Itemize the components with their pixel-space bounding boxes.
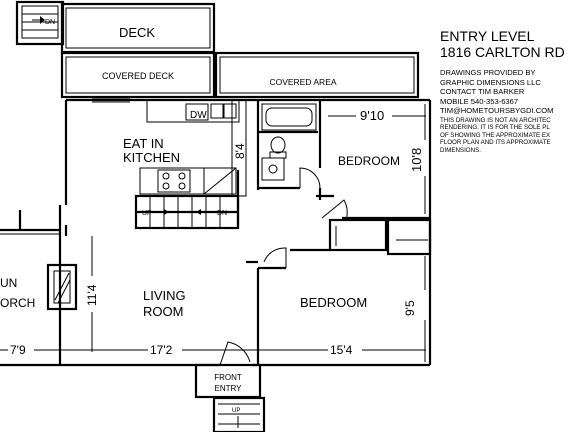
kitchen-label-1: EAT IN	[123, 136, 164, 151]
deck: DECK	[60, 2, 216, 54]
closets	[290, 218, 432, 256]
living-room: LIVING ROOM 11'4	[85, 236, 258, 352]
deck-stair-label: DN	[45, 19, 55, 26]
dishwasher-label: DW	[190, 110, 207, 121]
credits-line-2: GRAPHIC DIMENSIONS LLC	[440, 77, 541, 87]
living-depth-label: 11'4	[85, 284, 99, 306]
front-stair: UP	[212, 396, 266, 432]
living-label-2: ROOM	[143, 304, 183, 319]
stairwell: UP DN	[134, 170, 240, 230]
sun-porch: UN ORCH	[0, 205, 78, 367]
deck-label: DECK	[119, 25, 155, 40]
disclaimer-line-4: FLOOR PLAN AND ITS APPROXIMATE	[440, 139, 551, 147]
bathroom	[256, 100, 322, 190]
stair-up-label: UP	[142, 210, 152, 217]
credits-email[interactable]: TIM@HOMETOURSBYGDI.COM	[440, 106, 554, 116]
credits-line-1: DRAWINGS PROVIDED BY	[440, 68, 536, 77]
entry-label-2: ENTRY	[215, 384, 243, 393]
house-walls	[64, 97, 432, 367]
disclaimer-line-5: DIMENSIONS.	[440, 146, 481, 154]
porch-label-1: UN	[0, 276, 17, 290]
covered-deck: COVERED DECK	[60, 51, 216, 99]
bedroom-upper-depth: 10'8	[409, 148, 424, 172]
porch-width-label: 7'9	[10, 343, 26, 357]
kitchen: DW EAT IN KITCHEN 8'4	[123, 99, 247, 197]
stair-dn-label: DN	[217, 210, 227, 217]
bedroom-lower-label: BEDROOM	[300, 295, 367, 310]
kitchen-label-2: KITCHEN	[123, 150, 180, 165]
credits-block: DRAWINGS PROVIDED BY GRAPHIC DIMENSIONS …	[440, 68, 576, 116]
credits-line-3: CONTACT TIM BARKER	[440, 87, 525, 97]
living-label-1: LIVING	[143, 288, 186, 303]
covered-area: COVERED AREA	[214, 51, 420, 99]
deck-stair: DN	[15, 0, 65, 46]
covered-area-label: COVERED AREA	[269, 77, 336, 87]
living-width-label: 17'2	[150, 343, 173, 357]
covered-deck-label: COVERED DECK	[102, 71, 174, 81]
disclaimer-line-2: RENDERING. IT IS FOR THE SOLE PL	[440, 124, 550, 132]
bedroom-lower-depth: 9'5	[403, 300, 417, 316]
bedroom-lower-width-label: 15'4	[330, 343, 353, 357]
bedroom-upper-label: BEDROOM	[338, 154, 400, 168]
kitchen-depth-label: 8'4	[233, 143, 247, 159]
plan-title: ENTRY LEVEL	[440, 28, 535, 44]
bedroom-upper: BEDROOM 9'10 10'8	[316, 104, 430, 221]
credits-line-4: MOBILE 540-353-6367	[440, 96, 519, 106]
disclaimer-line-3: OF SHOWING THE APPROXIMATE EX	[440, 131, 551, 139]
plan-address: 1816 CARLTON RD	[440, 44, 565, 60]
bedroom-upper-width: 9'10	[360, 108, 384, 123]
front-stair-label: UP	[232, 408, 240, 414]
dimension-line-bottom: 7'9 17'2 15'4	[0, 343, 426, 357]
entry-label-1: FRONT	[214, 373, 242, 382]
info-panel: ENTRY LEVEL 1816 CARLTON RD DRAWINGS PRO…	[440, 28, 576, 154]
porch-label-2: ORCH	[0, 296, 35, 310]
disclaimer-line-1: THIS DRAWING IS NOT AN ARCHITEC	[440, 116, 551, 124]
disclaimer-block: THIS DRAWING IS NOT AN ARCHITEC RENDERIN…	[440, 117, 576, 154]
bedroom-lower: BEDROOM 9'5	[256, 247, 426, 365]
